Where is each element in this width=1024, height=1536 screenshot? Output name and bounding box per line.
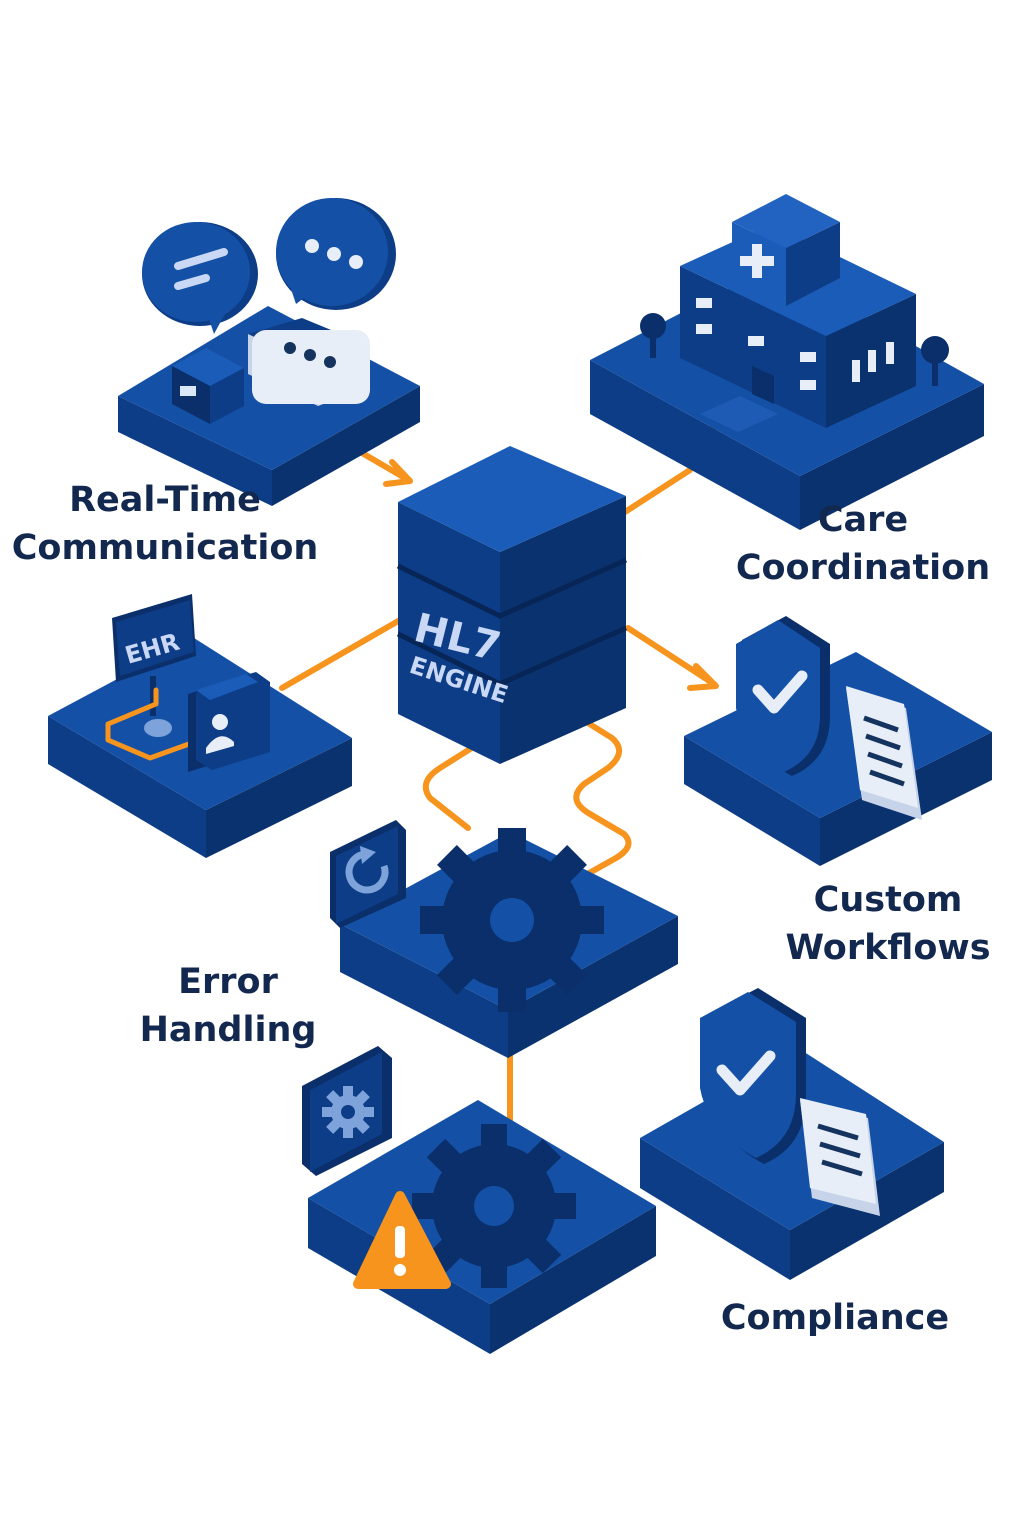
label-care-line1: Care (817, 500, 909, 540)
error-handling-platform (302, 1046, 656, 1354)
label-error-line1: Error (178, 962, 278, 1002)
connector-engine-to-custom (625, 625, 717, 687)
processing-gear-platform (330, 820, 678, 1058)
hl7-engine-server: HL7 ENGINE (396, 446, 628, 764)
label-custom-line1: Custom (813, 880, 963, 920)
label-real-time-communication: Real-Time Communication (0, 476, 330, 572)
ehr-node-dot (144, 719, 172, 737)
label-real-time-line1: Real-Time (69, 480, 261, 520)
label-care-line2: Coordination (735, 548, 991, 588)
label-custom-workflows: Custom Workflows (778, 876, 998, 972)
message-card-icon (248, 318, 370, 406)
arrowhead-rtc (383, 459, 413, 487)
compliance-platform (640, 988, 944, 1280)
connector-ehr-to-engine (279, 617, 403, 691)
connector-engine-to-gear-left (422, 741, 481, 831)
label-compliance-line1: Compliance (720, 1298, 950, 1338)
arrowhead-custom (687, 663, 719, 691)
label-compliance: Compliance (700, 1294, 970, 1342)
label-custom-line2: Workflows (785, 928, 991, 968)
shield-check-icon (736, 616, 830, 776)
ehr-platform: EHR (48, 594, 352, 858)
label-error-line2: Handling (139, 1010, 317, 1050)
label-error-handling: Error Handling (128, 958, 328, 1054)
refresh-icon (330, 820, 406, 928)
care-coordination-platform (590, 194, 984, 530)
hospital-building-icon (680, 194, 916, 432)
tree-icon-left (640, 313, 666, 358)
tree-icon-right (921, 336, 949, 386)
ehr-sign-icon: EHR (112, 594, 196, 716)
real-time-communication-platform (118, 198, 420, 506)
chat-bubble-lines-icon (142, 222, 258, 334)
settings-badge-icon (302, 1046, 392, 1176)
label-care-coordination: Care Coordination (728, 496, 998, 592)
compliance-shield-check-icon (700, 988, 806, 1164)
compliance-document-icon (800, 1098, 880, 1216)
gear-icon (420, 828, 604, 1012)
device-box (172, 348, 244, 424)
custom-workflows-platform (684, 616, 992, 866)
chat-bubble-dots-icon (276, 198, 396, 310)
user-card-icon (188, 672, 270, 772)
connector-engine-to-gear-right (563, 715, 632, 889)
warning-icon (353, 1191, 451, 1289)
ehr-network-line (105, 687, 203, 761)
document-icon (846, 686, 922, 820)
label-real-time-line2: Communication (11, 528, 319, 568)
